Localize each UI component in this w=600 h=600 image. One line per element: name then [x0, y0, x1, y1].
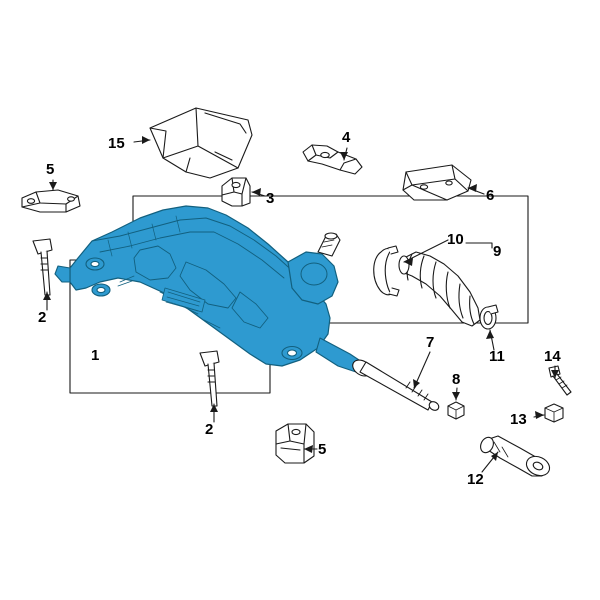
callout-7[interactable]: 7 [426, 334, 435, 351]
part-7-inner-tie-rod [352, 359, 440, 411]
leader-lines [43, 136, 559, 473]
callout-5-lower[interactable]: 5 [318, 441, 327, 458]
part-5-bracket-upper [21, 189, 81, 213]
callout-3[interactable]: 3 [266, 190, 275, 207]
callout-4[interactable]: 4 [342, 129, 351, 146]
callout-15[interactable]: 15 [108, 135, 125, 152]
part-6-shield-plate [402, 164, 472, 201]
part-9-bellows-boot [398, 251, 481, 327]
callout-11[interactable]: 11 [489, 348, 505, 365]
part-8-jam-nut [447, 401, 465, 420]
part-2-bolt-lower [199, 350, 220, 407]
part-12-outer-tie-rod-end [480, 435, 551, 477]
callout-14[interactable]: 14 [544, 348, 561, 365]
callout-8[interactable]: 8 [452, 371, 461, 388]
part-11-boot-clamp-small [479, 304, 499, 330]
callout-2-upper[interactable]: 2 [38, 309, 47, 326]
callout-1[interactable]: 1 [91, 347, 100, 364]
callout-2-lower[interactable]: 2 [205, 421, 214, 438]
part-13-castle-nut [544, 403, 564, 423]
leader-9 [465, 242, 493, 249]
callout-12[interactable]: 12 [467, 471, 484, 488]
part-15-heat-shield [149, 107, 253, 179]
callout-5-upper[interactable]: 5 [46, 161, 55, 178]
part-2-bolt-upper [32, 238, 53, 296]
part-10-boot-clamp [373, 245, 400, 297]
callout-9[interactable]: 9 [493, 243, 502, 260]
callout-6[interactable]: 6 [486, 187, 495, 204]
callout-10[interactable]: 10 [447, 231, 464, 248]
leader-10 [403, 239, 449, 263]
part-5-bracket-lower [275, 423, 315, 464]
part-3-small-bracket [221, 177, 251, 207]
part-4-mounting-bracket [302, 144, 363, 175]
part-1-steering-rack-assembly [54, 205, 363, 373]
callout-13[interactable]: 13 [510, 411, 527, 428]
